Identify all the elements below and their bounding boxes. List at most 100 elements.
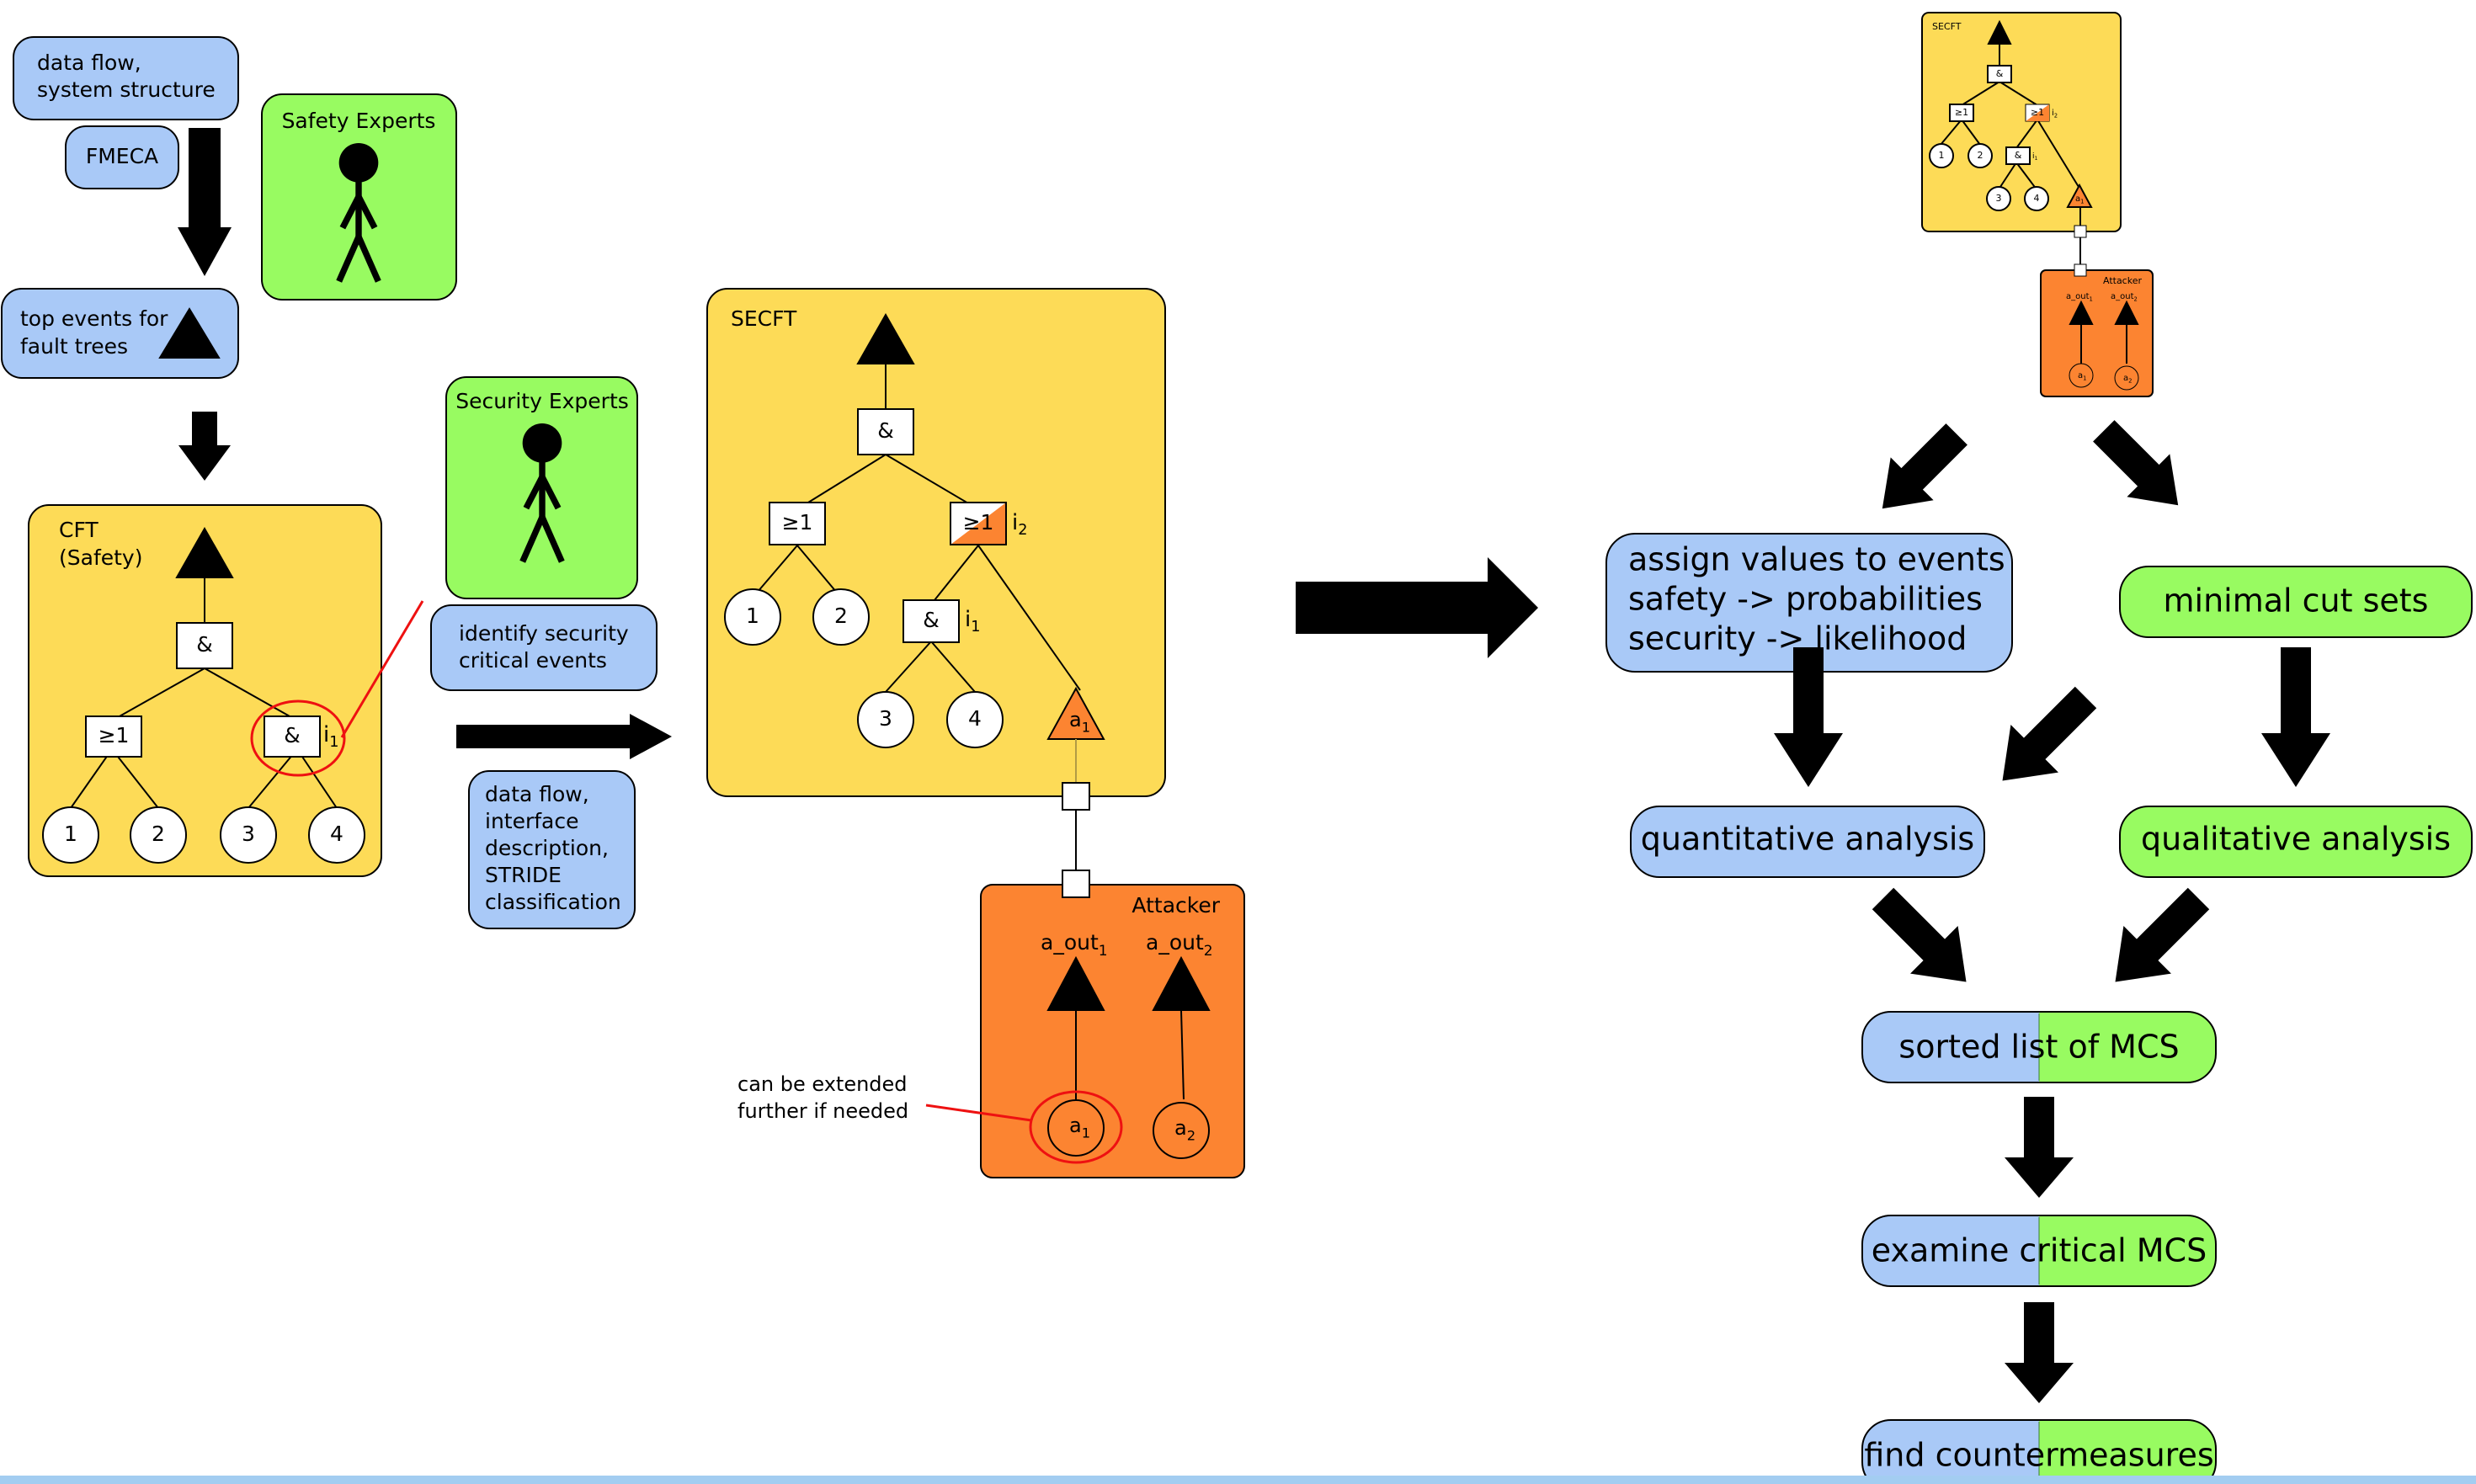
main-right-arrow-icon: [1296, 557, 1538, 658]
cft-sub-and-gate: [264, 715, 321, 758]
connector-line: [204, 668, 298, 721]
diag-arrow-icon: [2002, 686, 2097, 781]
cft-title: CFT: [59, 518, 99, 542]
dataflow-text: data flow,: [37, 51, 141, 75]
arrow-shape: [1872, 887, 1967, 982]
cft-or-gate-label: ≥1: [99, 723, 130, 747]
secft-panel: [706, 288, 1166, 797]
security-expert-icon: [519, 423, 565, 563]
thumb-a1-node: [2069, 363, 2094, 388]
fmeca-box: [65, 125, 179, 189]
attacker-out1-label-sub: 1: [1099, 943, 1108, 960]
down-arrow-icon: [178, 412, 231, 481]
cft-input-label-main: i: [323, 722, 329, 747]
arrow-shape: [178, 412, 231, 481]
arrow-shape: [2005, 1097, 2074, 1198]
connector-line: [111, 668, 205, 721]
red-pointer-line: [925, 1104, 1032, 1122]
connector-line: [930, 641, 976, 693]
secft-sub-and-gate-label: &: [923, 608, 940, 632]
interface-box: [468, 770, 636, 929]
cft-basic-event-4: [308, 806, 365, 864]
secft-mixed-input-main: i: [1012, 510, 1018, 535]
quantitative-box: [1630, 806, 1985, 878]
thumb-a1-label: a1: [2078, 371, 2086, 382]
secft-mixed-input-sub: 2: [1018, 522, 1027, 539]
secft-basic-event-3: [857, 691, 914, 748]
cft-highlight-ring: [250, 699, 346, 777]
secft-basic-event-1: [724, 588, 781, 646]
thumb-mixed-input: i2: [2052, 109, 2058, 120]
thumb-a2-label-sub: 2: [2128, 378, 2132, 385]
thumb-basic-event-3: [1986, 186, 2011, 211]
down-arrow-icon: [2005, 1097, 2074, 1198]
quantitative-text: quantitative analysis: [1641, 821, 1974, 858]
connector-line: [930, 545, 979, 605]
interface-text: STRIDE: [485, 863, 562, 887]
arrow-shape: [2261, 647, 2330, 787]
attacker-a2-label: a2: [1174, 1116, 1195, 1143]
port-in-top: [1062, 870, 1090, 898]
sorted-list-box-text: sorted list of MCS: [1898, 1029, 2179, 1066]
attacker-panel: [980, 884, 1245, 1178]
secft-basic-event-4-label: 4: [968, 706, 982, 731]
thumb-sub-input: i1: [2032, 152, 2038, 162]
cft-input-label: i1: [323, 722, 338, 752]
connector-line: [2015, 162, 2037, 190]
extend-note: further if needed: [737, 1099, 908, 1123]
thumb-secft-title: SECFT: [1932, 21, 1962, 32]
secft-attack-event-label: a1: [1069, 708, 1090, 735]
connector-line: [2037, 119, 2079, 188]
cft-or-gate: [85, 715, 142, 758]
connector-line: [1940, 119, 1962, 146]
arrow-shape: [178, 128, 232, 276]
secft-or-gate-label: ≥1: [782, 510, 813, 535]
thumb-a2-label-main: a: [2123, 374, 2128, 383]
minimal-cut-sets-text: minimal cut sets: [2164, 582, 2429, 620]
thumb-attack-event-label-main: a: [2075, 194, 2080, 204]
thumb-attack-event-label: a1: [2075, 194, 2084, 205]
thumb-basic-event-3-label: 3: [1996, 193, 2002, 204]
attacker-a1-node: [1047, 1099, 1105, 1157]
thumb-out1-label-sub: 1: [2090, 296, 2093, 303]
top-event-triangle-icon: [158, 307, 221, 359]
secft-title: SECFT: [731, 306, 797, 331]
cft-basic-event-1: [42, 806, 99, 864]
attacker-a2-label-sub: 2: [1187, 1127, 1195, 1143]
safety-expert-icon: [336, 143, 381, 283]
down-arrow-icon: [2261, 647, 2330, 787]
minimal-cut-sets-box: [2119, 566, 2473, 638]
attacker-a1-label-sub: 1: [1082, 1125, 1090, 1141]
connector-line: [977, 545, 1081, 691]
thumb-and-gate: [1987, 65, 2012, 83]
thumb-mixed-gate-fill: [2026, 104, 2049, 121]
connector-line: [70, 748, 113, 809]
arrow-shape: [2093, 420, 2179, 506]
cft-input-label-sub: 1: [329, 734, 338, 751]
cft-and-gate-label: &: [196, 632, 213, 657]
assign-values-text: assign values to events: [1628, 541, 2005, 578]
attacker-a2-node: [1153, 1102, 1210, 1159]
connector-line: [1961, 81, 2000, 106]
attacker-out2-label-sub: 2: [1204, 943, 1213, 960]
secft-basic-event-2-label: 2: [834, 604, 848, 628]
secft-attack-event-label-main: a: [1069, 708, 1082, 731]
countermeasures-box-text: find countermeasures: [1864, 1437, 2213, 1474]
attacker-title: Attacker: [1132, 893, 1220, 918]
arrow-shape: [1296, 557, 1538, 658]
connector-line: [752, 545, 798, 598]
red-pointer-line: [340, 600, 424, 738]
identify-box: [430, 604, 658, 691]
thumb-out2-label-main: a_out: [2111, 292, 2134, 301]
secft-or-gate: [769, 502, 826, 545]
connector-line: [296, 748, 338, 809]
cft-basic-event-4-label: 4: [330, 822, 343, 846]
dataflow-box: [13, 36, 239, 120]
connector-line: [885, 641, 932, 693]
cft-and-gate: [176, 622, 233, 669]
secft-and-gate: [857, 408, 914, 455]
thumb-or-gate: [1949, 104, 1974, 122]
connector-line: [796, 545, 842, 598]
thumb-basic-event-1: [1929, 143, 1954, 168]
